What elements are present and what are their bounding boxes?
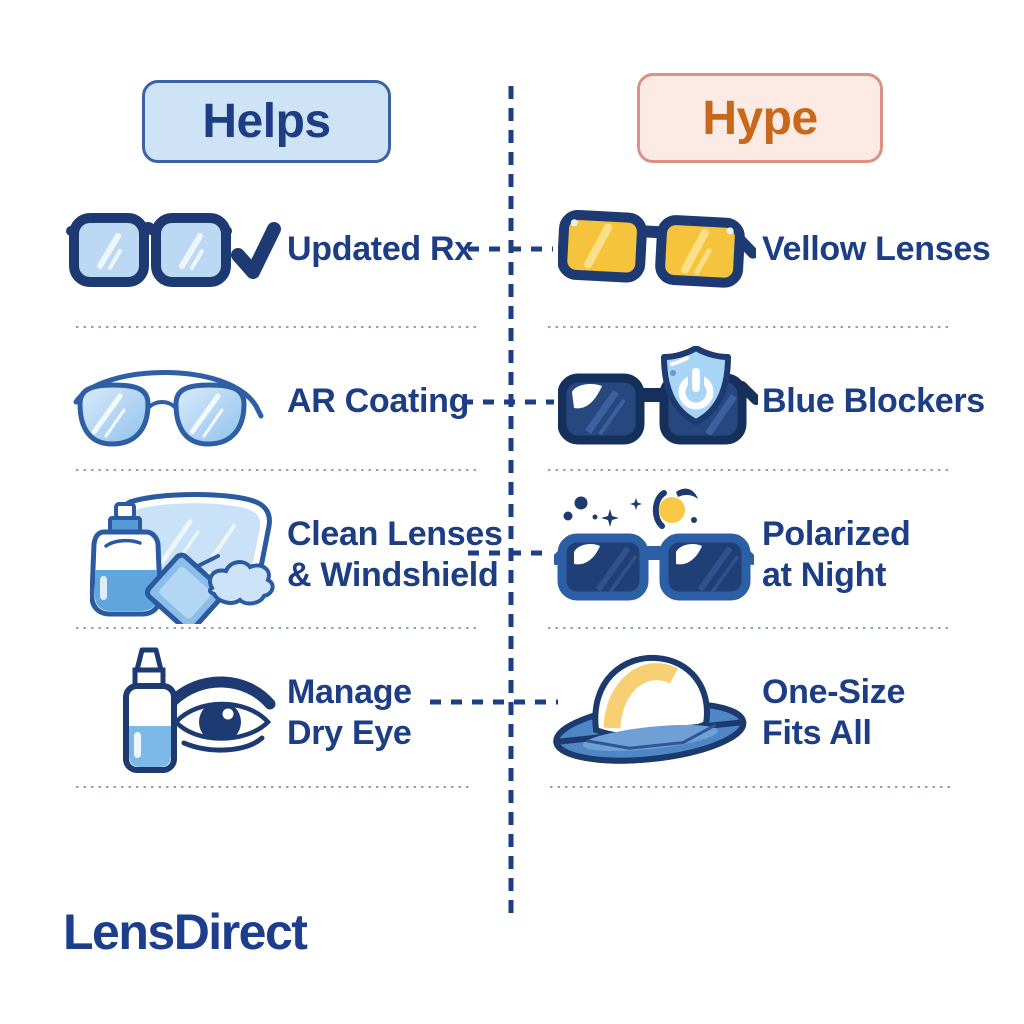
row2-left-label: AR Coating	[287, 382, 470, 420]
stars-and-moon-icon	[563, 488, 698, 529]
row4-right-label: One-Size Fits All	[762, 673, 906, 752]
hype-header-badge: Hype	[637, 73, 883, 163]
ar-coating-aviator-glasses-icon	[73, 370, 264, 447]
lensdirect-logo: LensDirect	[63, 904, 308, 960]
night-sky-sunglasses-icon	[554, 488, 754, 601]
row1-right-label: Vellow Lenses	[762, 230, 991, 268]
microfiber-cloth-icon	[144, 552, 226, 624]
row1-left-label: Updated Rx	[287, 230, 473, 268]
eyeglasses-updated-rx-check-icon	[66, 213, 281, 287]
eye-icon	[166, 676, 276, 753]
spray-bottle-cloth-windshield-icon	[90, 492, 275, 624]
checkmark-icon	[231, 222, 281, 279]
spray-bottle-icon	[90, 502, 163, 617]
hype-header-label: Hype	[702, 91, 818, 145]
blue-blocker-shield-glasses-icon	[558, 346, 758, 445]
row4-left-label: Manage Dry Eye	[287, 673, 412, 752]
hat-yellow-band	[603, 663, 679, 729]
row3-right-label: Polarized at Night	[762, 515, 911, 594]
eye-drops-dry-eye-icon	[123, 647, 276, 773]
eye-drop-bottle-icon	[123, 647, 177, 773]
row2-right-label: Blue Blockers	[762, 382, 985, 420]
hat-brim-front	[553, 719, 747, 764]
row3-left-label: Clean Lenses & Windshield	[287, 515, 503, 594]
foam-cloud-icon	[207, 560, 275, 606]
one-size-hat-ufo-icon	[553, 654, 747, 764]
yellow-lens-sunglasses-icon	[558, 210, 756, 288]
helps-header-label: Helps	[202, 95, 331, 148]
helps-header-badge: Helps	[142, 80, 391, 163]
shield-icon	[661, 346, 731, 425]
